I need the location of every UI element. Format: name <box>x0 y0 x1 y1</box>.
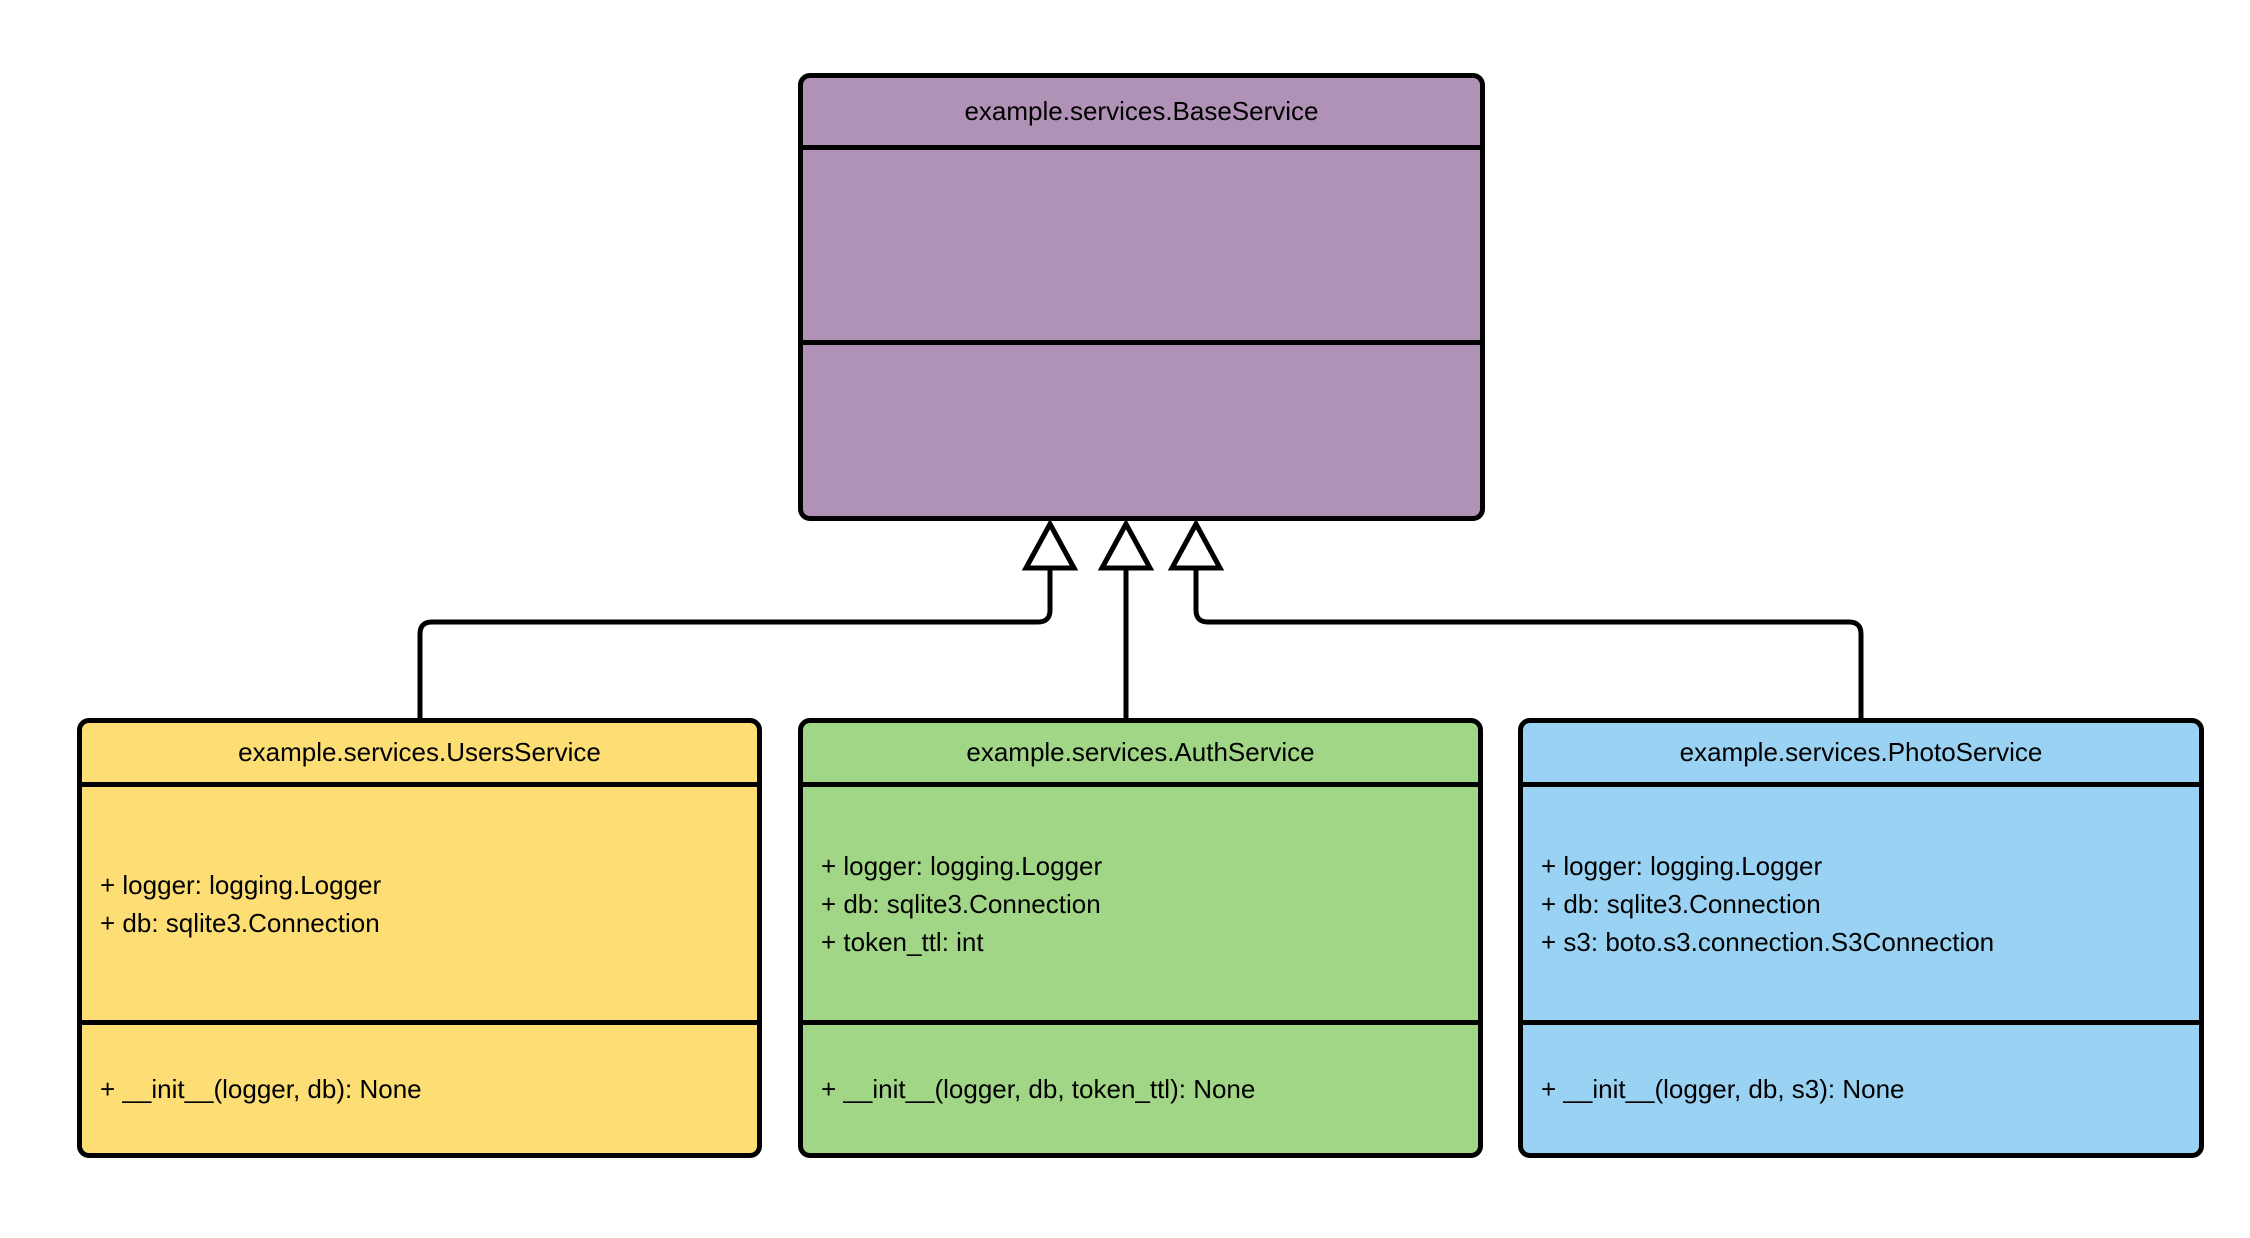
attribute-line: + logger: logging.Logger <box>100 869 382 900</box>
class-box-baseservice: example.services.BaseService <box>798 73 1485 521</box>
method-line: + __init__(logger, db, s3): None <box>1541 1074 1905 1104</box>
class-title-authservice: example.services.AuthService <box>803 723 1478 787</box>
class-box-photoservice: example.services.PhotoService + logger: … <box>1518 718 2204 1158</box>
attribute-line: + token_ttl: int <box>821 926 984 957</box>
attribute-line: + logger: logging.Logger <box>1541 850 1823 881</box>
method-line: + __init__(logger, db): None <box>100 1074 422 1104</box>
class-title-photoservice: example.services.PhotoService <box>1523 723 2199 787</box>
baseservice-methods-compartment <box>803 340 1480 516</box>
inheritance-arrowhead-icon <box>1097 518 1155 571</box>
class-title-usersservice: example.services.UsersService <box>82 723 757 787</box>
attribute-line: + db: sqlite3.Connection <box>821 888 1101 919</box>
class-box-authservice: example.services.AuthService + logger: l… <box>798 718 1483 1158</box>
class-name: example.services.AuthService <box>966 737 1315 767</box>
class-name: example.services.BaseService <box>964 96 1319 126</box>
inheritance-arrowhead-icon <box>1167 518 1225 571</box>
attribute-line: + db: sqlite3.Connection <box>100 907 380 938</box>
class-name: example.services.UsersService <box>238 737 601 767</box>
method-line: + __init__(logger, db, token_ttl): None <box>821 1074 1256 1104</box>
inheritance-arrowhead-icon <box>1021 518 1079 571</box>
photoservice-attributes-compartment: + logger: logging.Logger + db: sqlite3.C… <box>1523 787 2199 1020</box>
authservice-attributes-compartment: + logger: logging.Logger + db: sqlite3.C… <box>803 787 1478 1020</box>
attribute-line: + db: sqlite3.Connection <box>1541 888 1821 919</box>
attribute-line: + s3: boto.s3.connection.S3Connection <box>1541 926 1995 957</box>
baseservice-attributes-compartment <box>803 150 1480 340</box>
class-name: example.services.PhotoService <box>1679 737 2043 767</box>
usersservice-methods-compartment: + __init__(logger, db): None <box>82 1020 757 1153</box>
inheritance-connector-photoservice <box>1193 566 1864 721</box>
class-title-baseservice: example.services.BaseService <box>803 78 1480 150</box>
attribute-line: + logger: logging.Logger <box>821 850 1103 881</box>
authservice-methods-compartment: + __init__(logger, db, token_ttl): None <box>803 1020 1478 1153</box>
usersservice-attributes-compartment: + logger: logging.Logger + db: sqlite3.C… <box>82 787 757 1020</box>
inheritance-connector-usersservice <box>417 566 1053 721</box>
class-box-usersservice: example.services.UsersService + logger: … <box>77 718 762 1158</box>
photoservice-methods-compartment: + __init__(logger, db, s3): None <box>1523 1020 2199 1153</box>
